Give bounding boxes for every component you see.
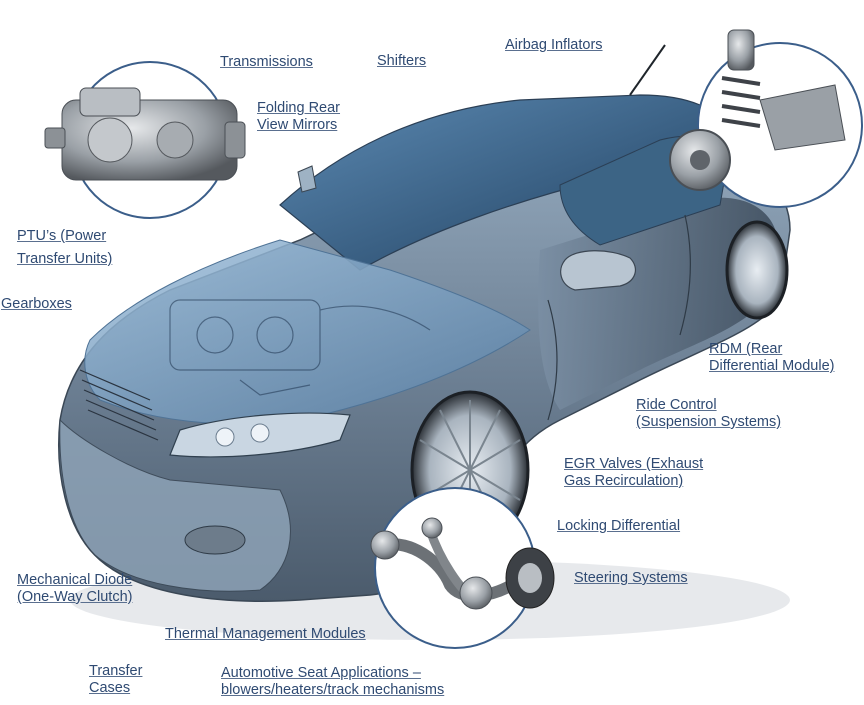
headlight-lens [215,427,235,447]
label-line: Mechanical Diode [17,572,133,588]
label-line: Folding Rear [257,100,341,116]
suspension-inset [669,29,863,208]
far-side-mirror [297,165,317,193]
label-line: Automotive Seat Applications – [221,665,421,681]
transparent-hood [84,239,531,425]
headlight-lens [250,423,270,443]
transmission-inset [44,61,246,219]
label-ride-control[interactable]: Ride Control (Suspension Systems) [636,397,781,431]
label-steering-systems[interactable]: Steering Systems [574,570,688,586]
door-line [547,299,558,421]
label-line: EGR Valves (Exhaust [564,456,704,472]
transmission-illustration [44,87,246,181]
label-line: (Suspension Systems) [636,414,782,430]
label-airbag-inflators[interactable]: Airbag Inflators [505,37,603,53]
label-line: PTU’s (Power [17,228,107,244]
label-egr-valves[interactable]: EGR Valves (Exhaust Gas Recirculation) [564,456,703,490]
label-line: Cases [89,680,131,696]
label-ptu[interactable]: PTU’s (Power Transfer Units) [17,225,112,271]
door-line [679,214,692,336]
label-locking-differential[interactable]: Locking Differential [557,518,681,534]
side-mirror [560,250,637,291]
fog-light [184,525,246,555]
label-rdm[interactable]: RDM (Rear Differential Module) [709,341,834,375]
label-line: (One-Way Clutch) [17,589,133,605]
label-line: Differential Module) [709,358,835,374]
label-line: Transfer Units) [17,251,113,267]
label-shifters[interactable]: Shifters [377,53,427,69]
label-seat-applications[interactable]: Automotive Seat Applications – blowers/h… [221,665,444,699]
rear-wheel [725,220,789,320]
label-gearboxes[interactable]: Gearboxes [1,296,72,312]
label-line: Ride Control [636,397,717,413]
label-line: Transfer [89,663,143,679]
label-transfer-cases[interactable]: Transfer Cases [89,663,142,697]
label-folding-rear-view-mirrors[interactable]: Folding Rear View Mirrors [257,100,340,134]
steering-illustration [370,517,555,610]
engine-internals [169,299,431,396]
label-line: blowers/heaters/track mechanisms [221,682,445,698]
antenna [629,44,666,96]
label-line: View Mirrors [257,117,338,133]
suspension-illustration [669,29,846,191]
steering-inset [370,487,555,649]
grille [79,369,159,441]
label-transmissions[interactable]: Transmissions [220,54,313,70]
label-mechanical-diode[interactable]: Mechanical Diode (One-Way Clutch) [17,572,132,606]
label-line: RDM (Rear [709,341,783,357]
label-line: Gas Recirculation) [564,473,684,489]
label-thermal-management[interactable]: Thermal Management Modules [165,626,366,642]
